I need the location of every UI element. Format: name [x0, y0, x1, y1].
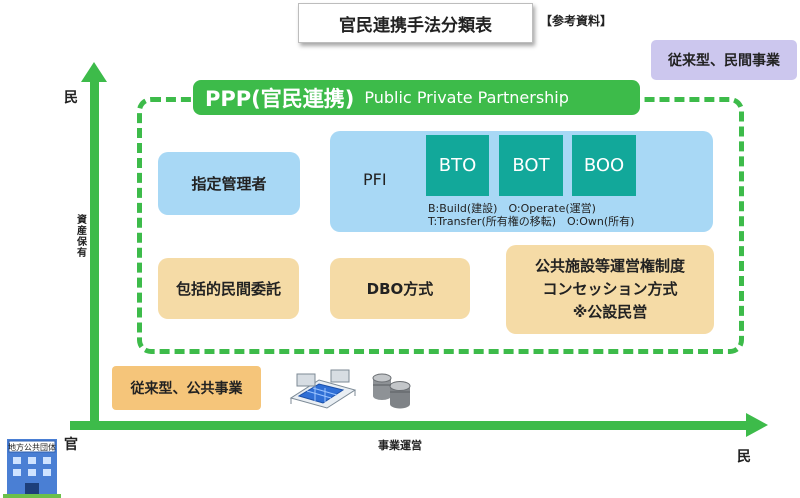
concession-box: 公共施設等運営権制度 コンセッション方式 ※公設民営 — [506, 245, 714, 334]
vertical-axis — [90, 80, 99, 425]
reference-note: 【参考資料】 — [540, 14, 613, 28]
y-axis-top-label: 民 — [64, 90, 78, 106]
y-axis-label: 資産保有 — [77, 215, 87, 259]
page-title: 官民連携手法分類表 — [298, 3, 533, 43]
ppp-subtitle: Public Private Partnership — [364, 88, 569, 107]
bto-box: BTO — [426, 135, 489, 196]
conventional-public-box: 従来型、公共事業 — [112, 366, 261, 410]
storage-tanks-icon — [372, 373, 411, 409]
building-sign: 地方公共団体 — [8, 442, 56, 452]
dbo-box: DBO方式 — [330, 258, 470, 319]
pfi-label: PFI — [363, 170, 387, 189]
concession-line1: 公共施設等運営権制度 — [534, 257, 685, 275]
government-building-icon: 地方公共団体 — [3, 439, 61, 498]
water-treatment-plant-icon — [289, 369, 357, 409]
conventional-private-box: 従来型、民間事業 — [651, 40, 797, 80]
concession-line2: コンセッション方式 — [542, 280, 678, 298]
horizontal-axis-arrow — [746, 413, 768, 437]
boo-box: BOO — [572, 135, 636, 196]
horizontal-axis — [70, 421, 748, 430]
ppp-banner: PPP(官民連携) Public Private Partnership — [193, 80, 640, 115]
x-axis-label: 事業運営 — [378, 439, 422, 452]
origin-label: 官 — [64, 437, 78, 453]
concession-line3: ※公設民営 — [572, 303, 648, 321]
comprehensive-outsourcing-box: 包括的民間委託 — [158, 258, 299, 319]
pfi-legend-line1: B:Build(建設) O:Operate(運営) — [428, 202, 596, 215]
bot-box: BOT — [499, 135, 563, 196]
x-axis-right-label: 民 — [737, 449, 751, 465]
ppp-title: PPP(官民連携) — [205, 86, 355, 111]
designated-manager-box: 指定管理者 — [158, 152, 300, 215]
vertical-axis-arrow — [81, 62, 107, 82]
pfi-legend-line2: T:Transfer(所有権の移転) O:Own(所有) — [428, 215, 635, 228]
